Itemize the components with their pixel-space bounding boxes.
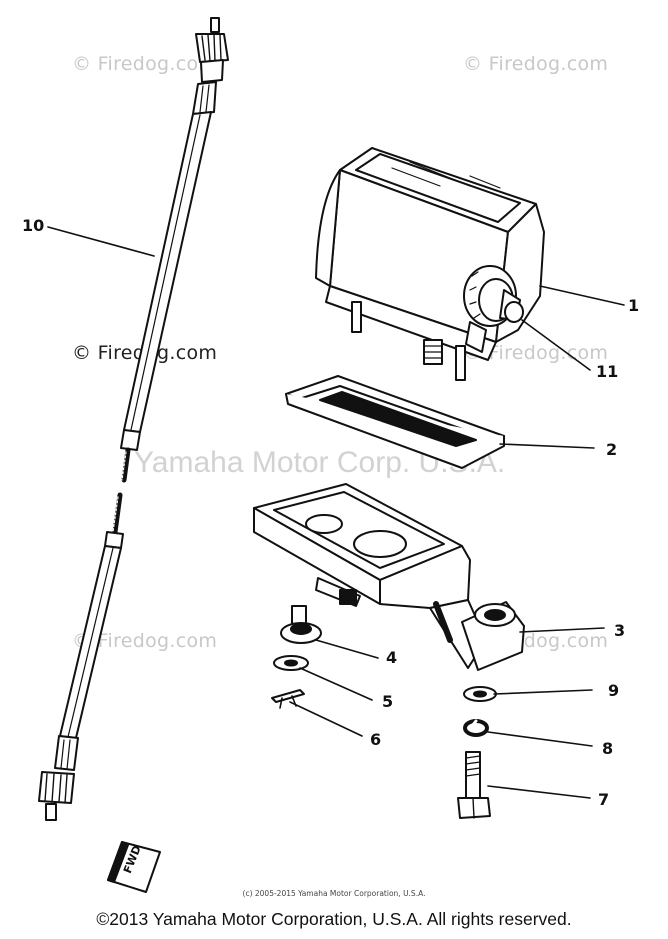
washer-right	[463, 686, 497, 702]
leader-lines	[47, 226, 625, 799]
callout-6: 6	[370, 730, 382, 749]
callout-4: 4	[386, 648, 398, 667]
meter-assembly	[315, 147, 545, 381]
callout-8: 8	[602, 739, 614, 758]
callout-3: 3	[614, 621, 626, 640]
damper	[280, 605, 322, 644]
watermark-top-left: © Firedog.com	[72, 53, 218, 75]
footer-copyright: ©2013 Yamaha Motor Corporation, U.S.A. A…	[96, 909, 572, 929]
watermark-top-right: © Firedog.com	[463, 53, 609, 75]
callout-1: 1	[628, 296, 640, 315]
callout-5: 5	[382, 692, 394, 711]
callout-10: 10	[22, 216, 45, 235]
bolt	[457, 751, 491, 819]
callout-11: 11	[596, 362, 619, 381]
callout-7: 7	[598, 790, 610, 809]
callout-9: 9	[608, 681, 620, 700]
meter-gasket	[285, 375, 505, 469]
speedometer-cable	[38, 17, 229, 821]
small-copyright: (c) 2005-2015 Yamaha Motor Corporation, …	[242, 889, 426, 898]
watermark-mid-right: © Firedog.com	[463, 342, 609, 364]
fwd-arrow	[107, 841, 161, 893]
callout-2: 2	[606, 440, 618, 459]
spring-washer	[463, 719, 489, 737]
meter-bracket	[253, 483, 525, 671]
cotter-pin	[271, 689, 305, 709]
watermark-bottom-left: © Firedog.com	[72, 630, 218, 652]
washer-left	[273, 655, 309, 671]
